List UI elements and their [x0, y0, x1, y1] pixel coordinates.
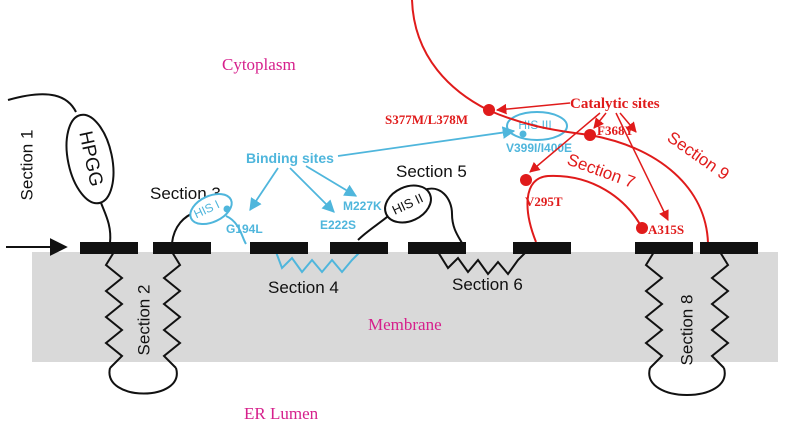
region-label-cytoplasm: Cytoplasm — [222, 55, 296, 74]
section-2-helix-left — [104, 251, 124, 369]
section-6-label: Section 6 — [452, 275, 523, 294]
section-7-label: Section 7 — [565, 150, 638, 192]
membrane-block — [700, 242, 758, 254]
catalytic-arrow-a315s — [615, 112, 669, 221]
membrane-block — [80, 242, 138, 254]
region-label-membrane: Membrane — [368, 315, 442, 334]
site-m227k: M227K — [343, 199, 382, 213]
his-i-motif — [189, 192, 233, 226]
section-9-red-chain — [411, 0, 709, 244]
section-2-label: Section 2 — [134, 285, 153, 356]
site-g194l: G194L — [226, 222, 263, 236]
catalytic-sites-label: Catalytic sites — [570, 96, 660, 112]
binding-arrow-his-iii — [337, 126, 516, 157]
section-1-loop — [7, 93, 77, 113]
section-9-label: Section 9 — [664, 128, 733, 184]
section-6-helix — [437, 251, 527, 276]
section-4-label: Section 4 — [268, 278, 339, 297]
his-i-connector — [225, 215, 247, 245]
catalytic-dot-a315s — [636, 222, 648, 234]
catalytic-arrow-section-9 — [619, 112, 637, 133]
section-8-helix-right — [710, 251, 730, 369]
membrane-block — [330, 242, 388, 254]
section-1-tail — [99, 199, 112, 244]
binding-sites-label: Binding sites — [246, 150, 334, 166]
hpgg-motif — [65, 113, 115, 205]
site-s377m-l378m: S377M/L378M — [385, 112, 468, 127]
site-f368y: F368Y — [597, 123, 634, 138]
binding-arrow-his-i — [249, 167, 279, 212]
section-4-helix — [275, 251, 361, 274]
his-ii-motif — [384, 184, 432, 224]
catalytic-arrow-v295t — [529, 112, 601, 173]
his-i-site-dot — [223, 205, 231, 213]
membrane-block — [635, 242, 693, 254]
section-1-label: Section 1 — [17, 130, 36, 201]
binding-arrow-e222s — [289, 167, 335, 213]
catalytic-dot-f368y — [584, 129, 596, 141]
membrane-block — [250, 242, 308, 254]
section-8-label: Section 8 — [677, 295, 696, 366]
his-iii-site-dot — [519, 130, 527, 138]
membrane-block — [408, 242, 466, 254]
section-8-helix-left — [644, 251, 664, 369]
section-2-helix-right — [162, 251, 182, 369]
catalytic-arrow-f368y — [593, 112, 607, 129]
catalytic-dot-s377m — [483, 104, 495, 116]
binding-arrow-m227k — [305, 165, 358, 197]
region-label-er-lumen: ER Lumen — [244, 404, 319, 423]
catalytic-arrow-s377m — [495, 102, 571, 115]
site-v399i-i400e: V399I/I400E — [506, 141, 572, 155]
section-5-loop-right — [423, 187, 463, 244]
site-e222s: E222S — [320, 218, 356, 232]
section-8-lumen-loop — [648, 367, 726, 396]
membrane-block — [513, 242, 571, 254]
section-5-label: Section 5 — [396, 162, 467, 181]
catalytic-dot-v295t — [520, 174, 532, 186]
site-v295t: V295T — [525, 194, 563, 209]
site-a315s: A315S — [648, 222, 684, 237]
membrane-block — [153, 242, 211, 254]
section-7-red-chain — [526, 174, 643, 243]
section-2-lumen-loop — [108, 367, 178, 395]
